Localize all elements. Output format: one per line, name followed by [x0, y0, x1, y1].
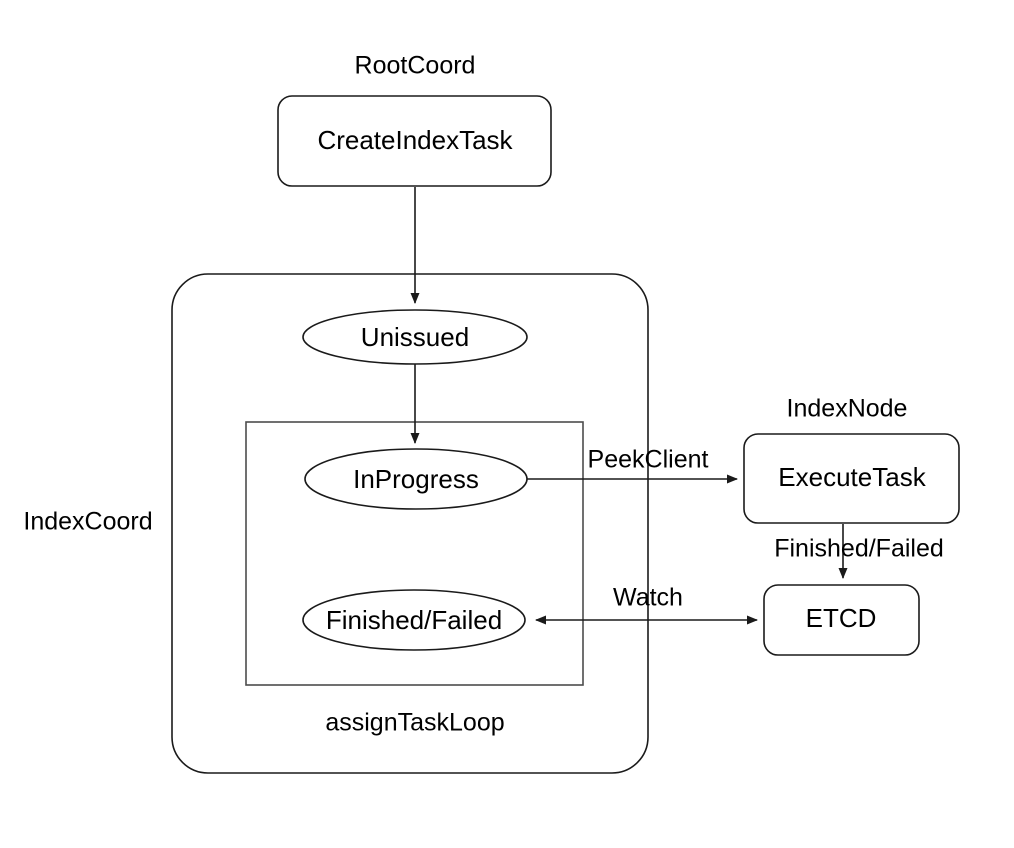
edge-label-watch: Watch [613, 584, 683, 612]
group-container-indexcoord [171, 273, 649, 774]
node-label-etcd: ETCD [806, 603, 877, 633]
node-label-execute-task: ExecuteTask [778, 462, 926, 492]
node-unissued[interactable]: Unissued [302, 309, 528, 365]
node-in-progress[interactable]: InProgress [304, 448, 528, 510]
node-shape-create-index-task [277, 95, 552, 187]
group-label-indexnode: IndexNode [787, 395, 908, 423]
edge-label-peekclient: PeekClient [588, 446, 709, 474]
node-shape-etcd [763, 584, 920, 656]
node-label-unissued: Unissued [361, 322, 469, 352]
node-label-create-index-task: CreateIndexTask [317, 125, 513, 155]
node-create-index-task[interactable]: CreateIndexTask [277, 95, 552, 187]
node-finished-failed[interactable]: Finished/Failed [302, 589, 526, 651]
node-etcd[interactable]: ETCD [763, 584, 920, 656]
node-shape-finished-failed [302, 589, 526, 651]
edge-label-finished-failed: Finished/Failed [774, 535, 944, 563]
node-label-in-progress: InProgress [353, 464, 479, 494]
node-shape-execute-task [743, 433, 960, 524]
group-label-rootcoord: RootCoord [355, 52, 476, 80]
node-shape-unissued [302, 309, 528, 365]
group-label-assigntaskloop: assignTaskLoop [325, 709, 504, 737]
group-label-indexcoord: IndexCoord [23, 508, 152, 536]
node-shape-in-progress [304, 448, 528, 510]
node-execute-task[interactable]: ExecuteTask [743, 433, 960, 524]
node-label-finished-failed: Finished/Failed [326, 605, 502, 635]
